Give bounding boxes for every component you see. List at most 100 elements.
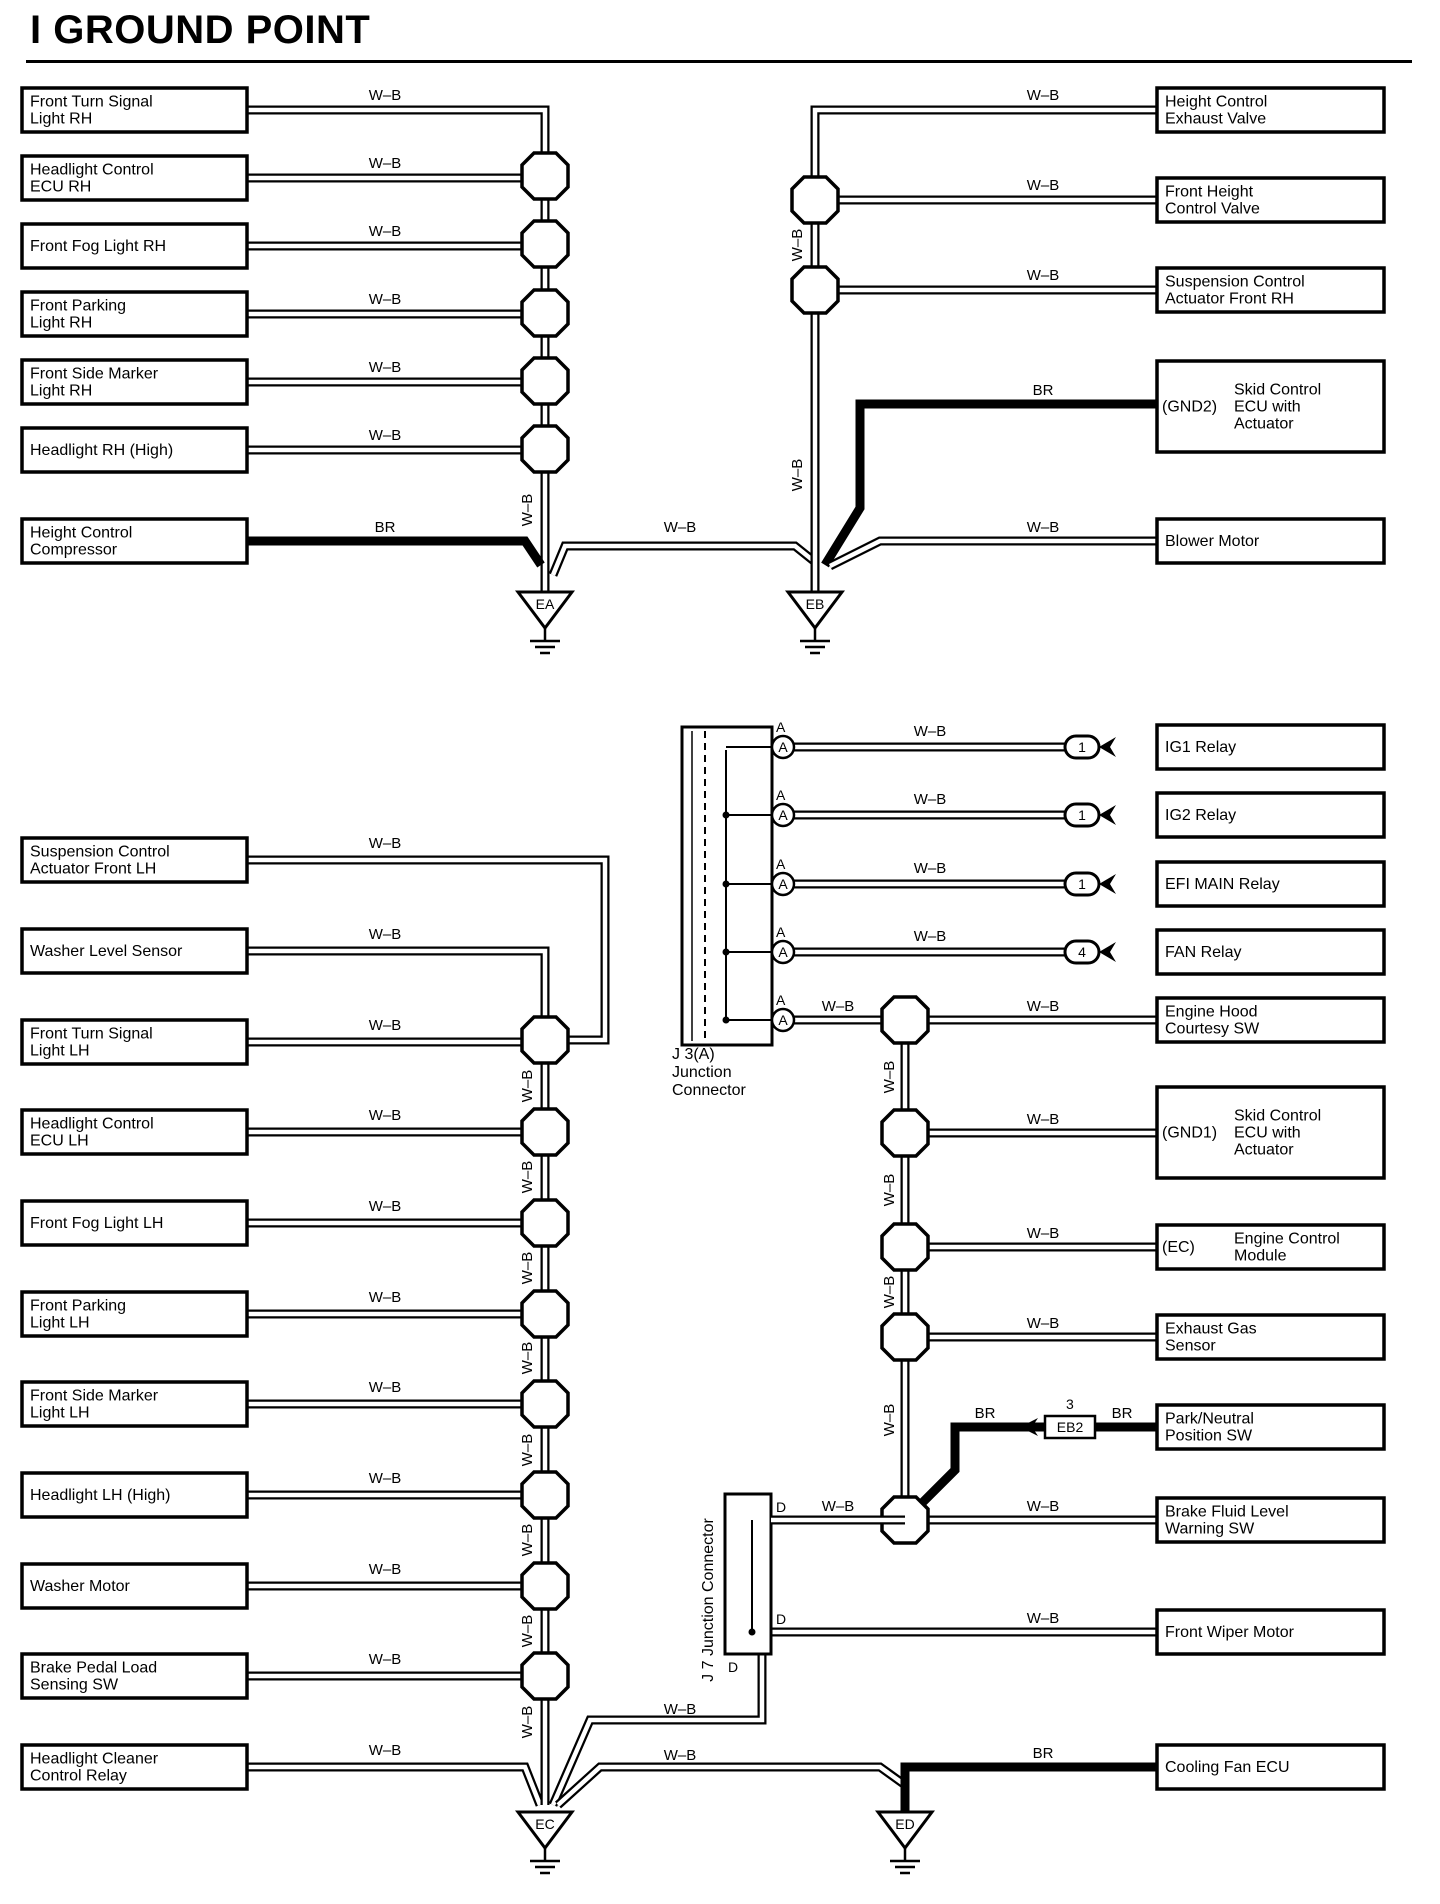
component-label: Front Side Marker <box>30 366 159 383</box>
relay-connector-pin: 4 <box>1078 944 1086 960</box>
wire-code-label: W–B <box>664 519 697 536</box>
eb2-pin-label: 3 <box>1066 1396 1074 1412</box>
wire-code-label: BR <box>1033 382 1054 399</box>
component-label: Front Height <box>1165 184 1254 201</box>
box-headlight-rh-high: Headlight RH (High) <box>20 426 249 474</box>
box-front-fog-light-lh: Front Fog Light LH <box>20 1199 249 1247</box>
connector-pin-circle <box>770 939 796 965</box>
wire-code-label: W–B <box>369 155 402 172</box>
wire-code-label: W–B <box>369 1651 402 1668</box>
component-label: Washer Level Sensor <box>30 943 183 960</box>
wire-code-label: W–B <box>369 1107 402 1124</box>
component-label: Light LH <box>30 1315 90 1332</box>
component-label: Exhaust Gas <box>1165 1321 1257 1338</box>
pin-label: (GND1) <box>1162 1125 1217 1142</box>
wire-code-label: W–B <box>519 1342 536 1375</box>
j7-junction-connector <box>723 1492 773 1656</box>
wire-code-label: W–B <box>519 1434 536 1467</box>
wire-code-label: W–B <box>881 1404 898 1437</box>
component-label: Brake Pedal Load <box>30 1660 157 1677</box>
ground-label: EA <box>536 596 555 612</box>
wire-code-label: W–B <box>369 1198 402 1215</box>
wire-washer-level-sensor <box>247 946 550 1760</box>
component-label: Headlight Cleaner <box>30 1751 159 1768</box>
component-label: Brake Fluid Level <box>1165 1504 1289 1521</box>
j3-pin-top-label: A <box>776 924 786 940</box>
splice-point <box>520 1107 570 1157</box>
wire-code-label: W–B <box>369 1561 402 1578</box>
wire-code-label: W–B <box>881 1174 898 1207</box>
wire-code-label: BR <box>1033 1745 1054 1762</box>
relay-connector-pin: 1 <box>1078 807 1086 823</box>
wire-code-label: W–B <box>519 1070 536 1103</box>
wire-code-label: W–B <box>914 723 947 740</box>
splice-point <box>880 1222 930 1272</box>
wire-ea-eb <box>548 541 818 577</box>
connector-pin-circle <box>770 802 796 828</box>
component-label: Headlight LH (High) <box>30 1487 171 1504</box>
box-front-fog-light-rh: Front Fog Light RH <box>20 222 249 270</box>
component-label: Front Parking <box>30 298 126 315</box>
component-label: Front Fog Light RH <box>30 238 166 255</box>
connector-pin-label: A <box>778 876 788 892</box>
box-washer-level-sensor: Washer Level Sensor <box>20 927 249 975</box>
splice-point <box>880 995 930 1045</box>
wire-code-label: W–B <box>664 1701 697 1718</box>
component-label: Front Parking <box>30 1298 126 1315</box>
splice-point <box>520 1289 570 1339</box>
splice-point <box>880 1312 930 1362</box>
wire-code-label: W–B <box>369 1742 402 1759</box>
component-label: Engine Control <box>1234 1231 1340 1248</box>
component-label: Front Turn Signal <box>30 1026 153 1043</box>
wire-code-label: W–B <box>519 1615 536 1648</box>
component-label: Courtesy SW <box>1165 1021 1260 1038</box>
j3-connector-desc: Connector <box>672 1082 746 1099</box>
box-cooling-fan-ecu: Cooling Fan ECU <box>1155 1743 1386 1791</box>
wire-code-label: W–B <box>1027 177 1060 194</box>
j3-pin-top-label: A <box>776 787 786 803</box>
wire-code-label: W–B <box>1027 998 1060 1015</box>
wire-park-neutral-br <box>901 1422 1045 1524</box>
page-title: I GROUND POINT <box>30 8 371 52</box>
j7-pin-label: D <box>776 1499 786 1515</box>
wire-code-label: W–B <box>369 223 402 240</box>
component-label: EFI MAIN Relay <box>1165 876 1280 893</box>
component-label: ECU with <box>1234 399 1301 416</box>
wire-code-label: W–B <box>914 928 947 945</box>
splice-point <box>880 1108 930 1158</box>
component-label: IG1 Relay <box>1165 739 1236 756</box>
component-label: Actuator Front RH <box>1165 291 1294 308</box>
component-label: Light LH <box>30 1405 90 1422</box>
wire-code-label: W–B <box>1027 267 1060 284</box>
component-label: Cooling Fan ECU <box>1165 1759 1290 1776</box>
ground-label: EB <box>806 596 825 612</box>
arrow-icon <box>1020 1418 1038 1436</box>
j7-pin-label: D <box>728 1659 738 1675</box>
wire-j7-d-ec <box>548 1640 767 1807</box>
wire-code-label: W–B <box>369 1017 402 1034</box>
component-label: Control Relay <box>30 1768 127 1785</box>
j3-dot <box>722 811 730 819</box>
splice-point <box>520 1561 570 1611</box>
arrow-icon <box>1099 942 1116 962</box>
component-label: ECU RH <box>30 179 91 196</box>
j7-pin-label: D <box>776 1611 786 1627</box>
wire-code-label: W–B <box>1027 1610 1060 1627</box>
wire-code-label: W–B <box>789 459 806 492</box>
box-efi-main-relay: EFI MAIN Relay <box>1155 860 1386 908</box>
j3-dot <box>722 1016 730 1024</box>
component-label: Control Valve <box>1165 201 1260 218</box>
wire-code-label: BR <box>375 519 396 536</box>
